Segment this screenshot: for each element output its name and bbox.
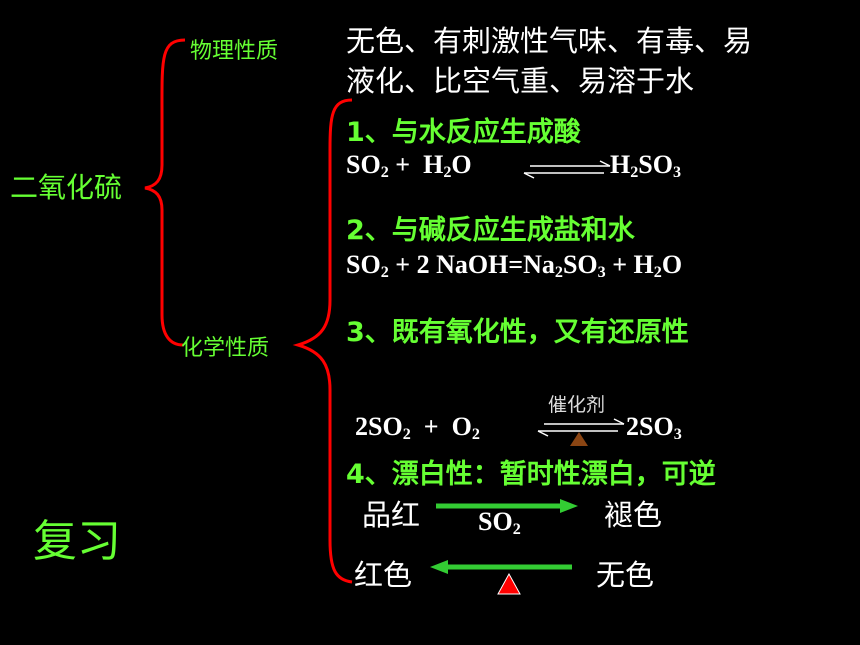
item3-title: 3、既有氧化性，又有还原性 (346, 317, 689, 348)
item1-product: H2SO3 (610, 150, 682, 182)
chemical-bracket (292, 98, 353, 584)
item4-title: 4、漂白性：暂时性漂白，可逆 (346, 459, 716, 490)
physical-desc-line1: 无色、有刺激性气味、有毒、易 (346, 24, 753, 58)
physical-desc-line2: 液化、比空气重、易溶于水 (346, 64, 695, 98)
reversible-arrow-icon (523, 160, 611, 179)
item1-title: 1、与水反应生成酸 (346, 117, 581, 148)
item2-title: 2、与碱反应生成盐和水 (346, 215, 635, 246)
item1-reactants: SO2 + H2O (346, 150, 472, 182)
reversible-arrow-catalyst-icon (537, 418, 625, 446)
catalyst-label: 催化剂 (548, 394, 606, 416)
physical-label: 物理性质 (190, 39, 279, 64)
arrow-left-icon (430, 560, 572, 574)
heat-triangle-icon (497, 572, 521, 595)
item2-equation: SO2 + 2 NaOH=Na2SO3 + H2O (346, 250, 683, 282)
bleach-to-1: 褪色 (604, 498, 663, 532)
bleach-agent: SO2 (478, 507, 521, 539)
arrow-right-icon (436, 499, 578, 513)
bleach-from-2: 红色 (354, 558, 413, 592)
bleach-from-1: 品红 (362, 498, 421, 532)
topic-title: 二氧化硫 (10, 171, 123, 204)
item3-reactants: 2SO2 + O2 (355, 412, 480, 444)
main-bracket (144, 38, 186, 347)
review-label: 复习 (33, 516, 121, 567)
chemical-label: 化学性质 (181, 336, 270, 361)
item3-product: 2SO3 (626, 412, 682, 444)
bleach-to-2: 无色 (596, 558, 655, 592)
